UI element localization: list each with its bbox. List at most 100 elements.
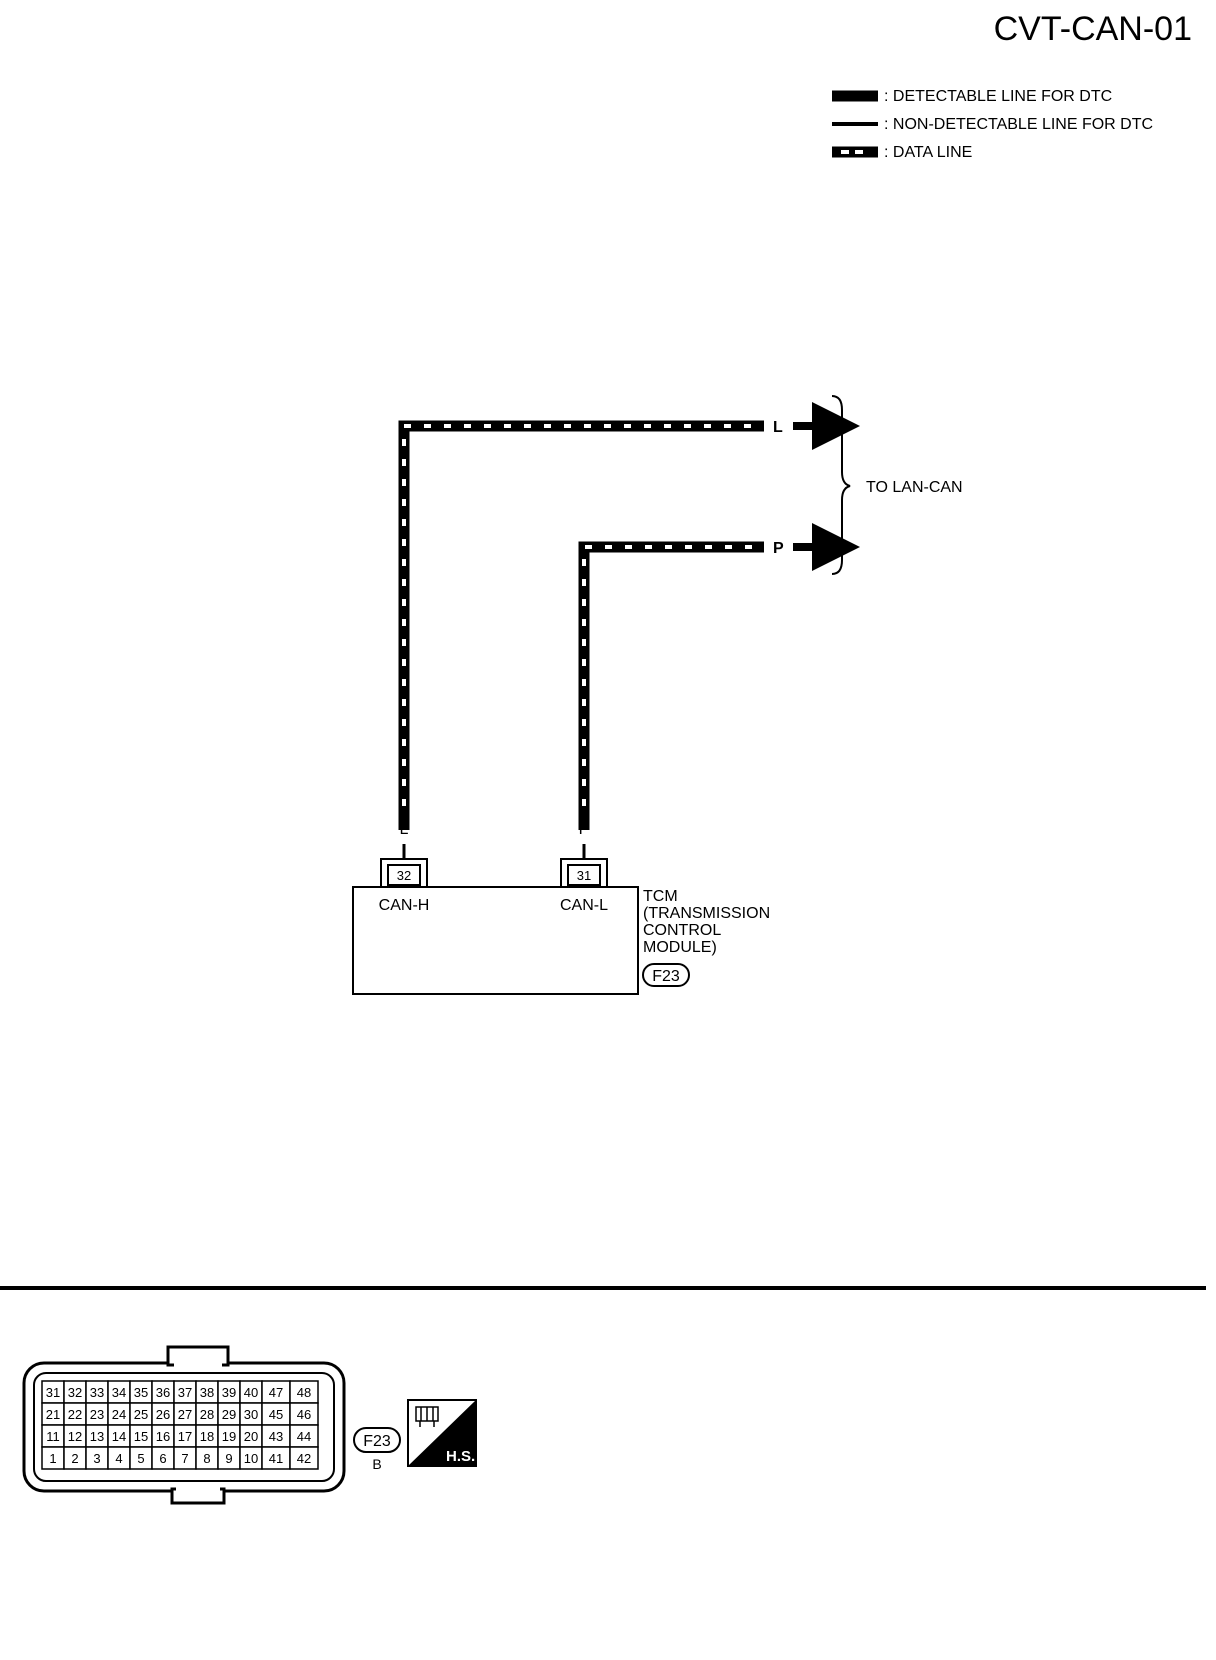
connector-pin-number: 10 [244, 1451, 258, 1466]
connector-pin: 31 [41, 1380, 65, 1404]
connector-pin: 6 [151, 1446, 175, 1470]
connector-pin-number: 31 [46, 1385, 60, 1400]
connector-pin: 15 [129, 1424, 153, 1448]
connector-pin: 3 [85, 1446, 109, 1470]
terminal-31-label: 31 [577, 868, 591, 883]
connector-pin-number: 2 [71, 1451, 78, 1466]
connector-pin: 11 [41, 1424, 65, 1448]
hs-symbol-icon: H.S. [407, 1399, 477, 1467]
wire-p-end-label: P [773, 540, 784, 557]
connector-pin: 32 [63, 1380, 87, 1404]
connector-pin-number: 3 [93, 1451, 100, 1466]
connector-pin-number: 41 [269, 1451, 283, 1466]
connector-pin: 44 [289, 1424, 319, 1448]
connector-pin-number: 29 [222, 1407, 236, 1422]
connector-pin-number: 44 [297, 1429, 311, 1444]
connector-pin-number: 7 [181, 1451, 188, 1466]
page-code: CVT-CAN-01 [994, 10, 1192, 48]
connector-pin: 45 [261, 1402, 291, 1426]
connector-pin-number: 46 [297, 1407, 311, 1422]
connector-pin-number: 16 [156, 1429, 170, 1444]
connector-pin: 20 [239, 1424, 263, 1448]
connector-pin-number: 4 [115, 1451, 122, 1466]
connector-pin-number: 8 [203, 1451, 210, 1466]
connector-inner-frame [33, 1372, 335, 1482]
connector-pin-number: 15 [134, 1429, 148, 1444]
connector-pin: 39 [217, 1380, 241, 1404]
connector-pin: 24 [107, 1402, 131, 1426]
connector-id-badge [353, 1427, 401, 1453]
connector-pin-number: 28 [200, 1407, 214, 1422]
wire-l-color-label: L [400, 821, 409, 838]
connector-pin-number: 45 [269, 1407, 283, 1422]
connector-pin: 38 [195, 1380, 219, 1404]
connector-pin: 18 [195, 1424, 219, 1448]
connector-pin-number: 24 [112, 1407, 126, 1422]
connector-pin: 13 [85, 1424, 109, 1448]
connector-pin: 8 [195, 1446, 219, 1470]
connector-pin-number: 47 [269, 1385, 283, 1400]
connector-pin: 12 [63, 1424, 87, 1448]
connector-pin-number: 39 [222, 1385, 236, 1400]
connector-pin-number: 6 [159, 1451, 166, 1466]
connector-pin-number: 30 [244, 1407, 258, 1422]
connector-pin-number: 26 [156, 1407, 170, 1422]
tcm-name-line-1: TCM [643, 888, 678, 905]
wire-can-h [398, 420, 764, 830]
connector-pin: 25 [129, 1402, 153, 1426]
connector-pin: 10 [239, 1446, 263, 1470]
connector-pin-number: 34 [112, 1385, 126, 1400]
connector-pin-number: 12 [68, 1429, 82, 1444]
connector-pin: 23 [85, 1402, 109, 1426]
connector-pin: 37 [173, 1380, 197, 1404]
tcm-name: TCM (TRANSMISSION CONTROL MODULE) [643, 888, 770, 956]
connector-pin: 30 [239, 1402, 263, 1426]
connector-pin: 17 [173, 1424, 197, 1448]
tcm-box [352, 886, 639, 995]
connector-pin: 42 [289, 1446, 319, 1470]
connector-pin: 16 [151, 1424, 175, 1448]
wire-can-l [578, 541, 764, 830]
connector-pin: 48 [289, 1380, 319, 1404]
connector-pin-number: 23 [90, 1407, 104, 1422]
connector-pin-number: 22 [68, 1407, 82, 1422]
connector-pin-number: 9 [225, 1451, 232, 1466]
connector-pin: 33 [85, 1380, 109, 1404]
hs-symbol-text: H.S. [446, 1448, 475, 1465]
connector-pin-number: 43 [269, 1429, 283, 1444]
connector-pin: 7 [173, 1446, 197, 1470]
connector-plug-icon [415, 1406, 439, 1427]
connector-pin: 9 [217, 1446, 241, 1470]
connector-pin: 29 [217, 1402, 241, 1426]
connector-pin: 22 [63, 1402, 87, 1426]
connector-pin-number: 25 [134, 1407, 148, 1422]
connector-pin: 46 [289, 1402, 319, 1426]
tcm-connector-id: F23 [652, 968, 680, 985]
tcm-connector-badge [642, 963, 690, 987]
connector-pin: 27 [173, 1402, 197, 1426]
connector-pin-number: 36 [156, 1385, 170, 1400]
tcm-name-line-4: MODULE) [643, 939, 717, 956]
connector-pin-number: 38 [200, 1385, 214, 1400]
connector-color-label: B [372, 1456, 381, 1472]
connector-pin-number: 18 [200, 1429, 214, 1444]
connector-pin-number: 5 [137, 1451, 144, 1466]
connector-pin: 14 [107, 1424, 131, 1448]
connector-pin-number: 48 [297, 1385, 311, 1400]
connector-id-label: F23 [363, 1433, 391, 1450]
can-l-label: CAN-L [560, 897, 608, 914]
connector-pin-number: 20 [244, 1429, 258, 1444]
connector-pin: 5 [129, 1446, 153, 1470]
connector-pin-number: 33 [90, 1385, 104, 1400]
legend-data-line-label: : DATA LINE [884, 144, 972, 161]
terminal-32-label: 32 [397, 868, 411, 883]
connector-pin: 41 [261, 1446, 291, 1470]
connector-pin-number: 32 [68, 1385, 82, 1400]
connector-pin: 35 [129, 1380, 153, 1404]
connector-pin-number: 42 [297, 1451, 311, 1466]
connector-pin: 2 [63, 1446, 87, 1470]
wire-l-end-label: L [773, 419, 783, 436]
terminal-32 [380, 844, 428, 888]
